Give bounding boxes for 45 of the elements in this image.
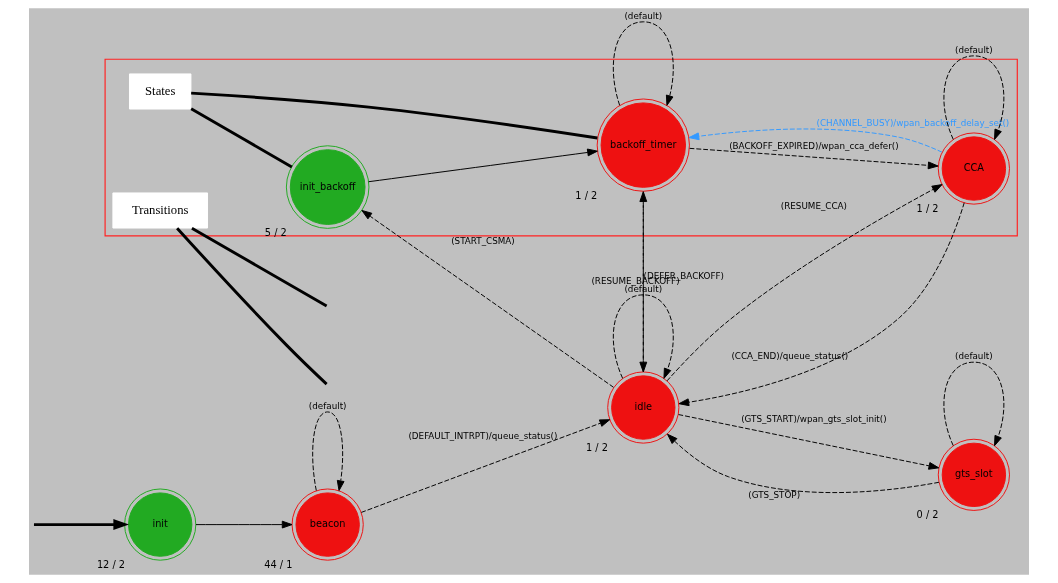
arrow [666,184,943,382]
node-label: 0 / 2 [916,509,939,521]
connector [190,107,293,169]
node-label: 1 / 2 [586,441,608,453]
edge-label: (GTS_STOP) [748,490,801,501]
arrow [689,147,939,170]
arrow [361,209,614,388]
edge-label: (default) [308,401,347,412]
edge-label: (default) [955,45,993,56]
node-circle: init [124,488,197,561]
arrow [943,361,1005,447]
arrow [678,414,940,470]
edge-label: (default) [955,351,993,362]
edge-label: (BACKOFF_EXPIRED)/wpan_cca_defer() [729,141,899,152]
arrow [368,148,598,183]
arrow [312,411,345,492]
arrow [195,520,293,529]
arrow [678,202,965,407]
arrow [612,294,674,379]
cluster [104,58,1018,237]
node-circle: beacon [291,488,364,561]
node-box: Transitions [112,192,208,229]
node-label: 44 / 1 [264,559,293,570]
arrow [667,433,940,493]
node-label: 1 / 2 [916,202,939,214]
edge-label: (START_CSMA) [451,235,515,246]
connector [191,91,598,140]
arrow [360,419,611,513]
arrow [612,21,674,106]
arrow [639,191,648,373]
arrow [688,128,943,153]
connector [176,227,328,386]
node-circle: init_backoff [285,145,370,229]
node-label: 1 / 2 [575,190,598,202]
edge-label: (default) [624,11,663,22]
connector [191,226,328,308]
edge-label: (RESUME_CCA) [780,200,847,211]
edge-label: (GTS_START)/wpan_gts_slot_init() [741,414,887,425]
arrow [33,519,129,531]
node-label: 12 / 2 [96,559,125,570]
edge-label: (CCA_END)/queue_status() [731,351,849,362]
node-label: 5 / 2 [264,227,287,239]
node-box: States [129,73,192,110]
edge-label: (DEFAULT_INTRPT)/queue_status() [408,430,558,441]
arrow [943,55,1005,140]
